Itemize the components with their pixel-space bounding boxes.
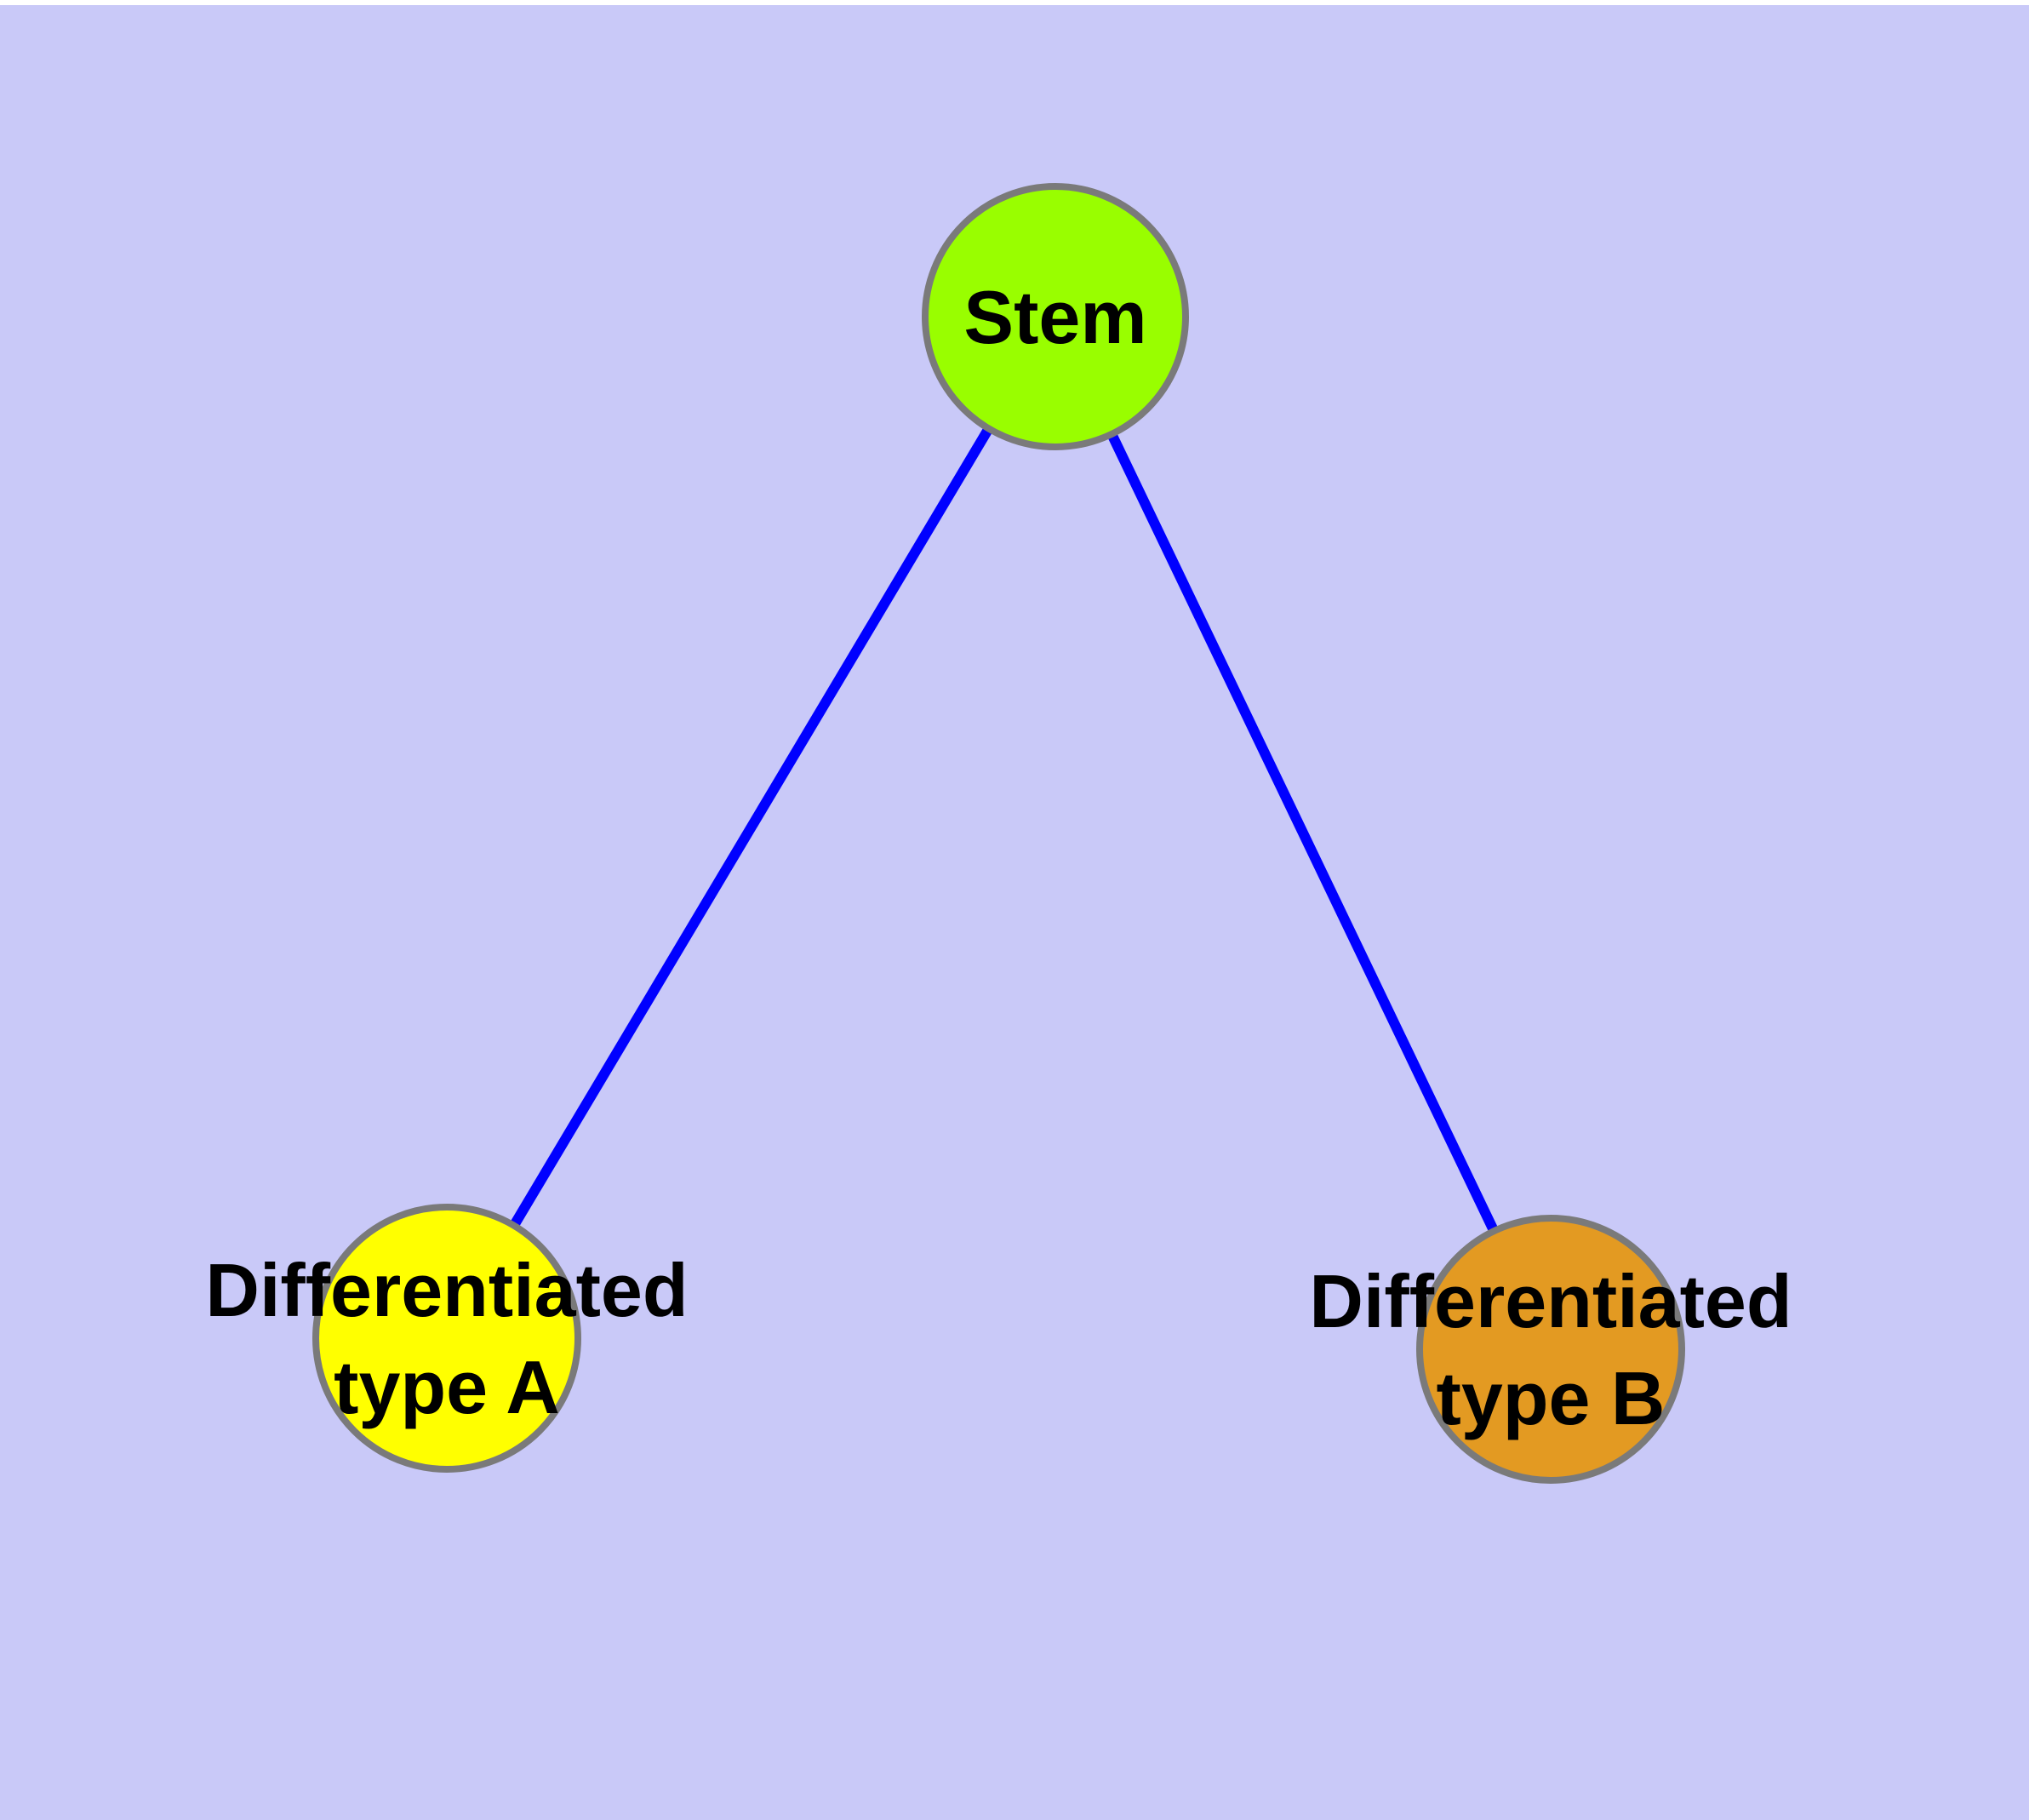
node-differentiated-type-b [1416,1215,1685,1484]
node-label-line: Stem [963,275,1146,359]
node-label-line: type B [1437,1356,1666,1440]
edge-stem-to-differentiated-type-b [1050,314,1556,1352]
node-label-line: Differentiated [1309,1259,1792,1343]
edge-stem-to-differentiated-type-a [442,313,1060,1342]
node-label-differentiated-type-a: Differentiated type A [205,1248,688,1429]
node-label-stem: Stem [963,275,1146,359]
node-label-line: Differentiated [205,1248,688,1332]
nodes-layer [312,183,1685,1484]
node-label-line: type A [334,1345,560,1429]
node-differentiated-type-a [312,1204,581,1473]
canvas-top-margin [0,0,2029,5]
edges-layer [442,313,1556,1352]
node-label-differentiated-type-b: Differentiated type B [1309,1259,1792,1440]
node-stem [922,183,1189,450]
